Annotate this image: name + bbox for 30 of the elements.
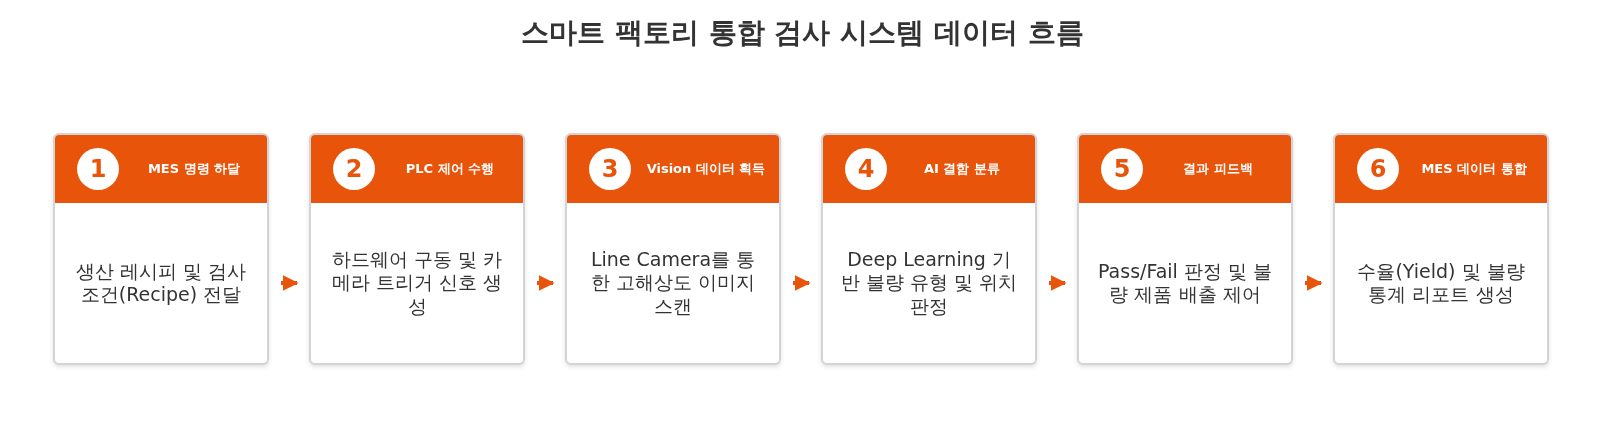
step-number: 1 xyxy=(77,148,119,190)
step-number: 4 xyxy=(845,148,887,190)
step-card xyxy=(309,133,525,365)
step-card xyxy=(565,133,781,365)
arrow xyxy=(537,275,555,291)
step-number: 3 xyxy=(589,148,631,190)
step-card xyxy=(1333,133,1549,365)
step-description: Line Camera를 통한 고해상도 이미지 스캔 xyxy=(589,248,757,318)
step-description: Pass/Fail 판정 및 불량 제품 배출 제어 xyxy=(1097,259,1273,307)
step-number: 5 xyxy=(1101,148,1143,190)
step-description: 수율(Yield) 및 불량 통계 리포트 생성 xyxy=(1356,259,1526,307)
step-number: 6 xyxy=(1357,148,1399,190)
step-card xyxy=(53,133,269,365)
step-title: PLC 제어 수행 xyxy=(404,160,496,178)
step-title: 결과 피드백 xyxy=(1182,160,1254,178)
step-description: 하드웨어 구동 및 카메라 트리거 신호 생성 xyxy=(330,248,504,318)
step-title: MES 데이터 통합 xyxy=(1420,160,1528,178)
arrow xyxy=(281,275,299,291)
step-title: AI 결함 분류 xyxy=(923,160,1001,178)
step-number: 2 xyxy=(333,148,375,190)
step-card xyxy=(1077,133,1293,365)
step-title: Vision 데이터 획득 xyxy=(645,160,767,178)
step-description: 생산 레시피 및 검사 조건(Recipe) 전달 xyxy=(74,259,248,307)
step-description: Deep Learning 기반 불량 유형 및 위치 판정 xyxy=(839,248,1019,318)
arrow xyxy=(1305,275,1323,291)
step-card xyxy=(821,133,1037,365)
diagram-title: 스마트 팩토리 통합 검사 시스템 데이터 흐름 xyxy=(520,15,1085,51)
step-title: MES 명령 하달 xyxy=(146,160,242,178)
arrow xyxy=(793,275,811,291)
arrow xyxy=(1049,275,1067,291)
